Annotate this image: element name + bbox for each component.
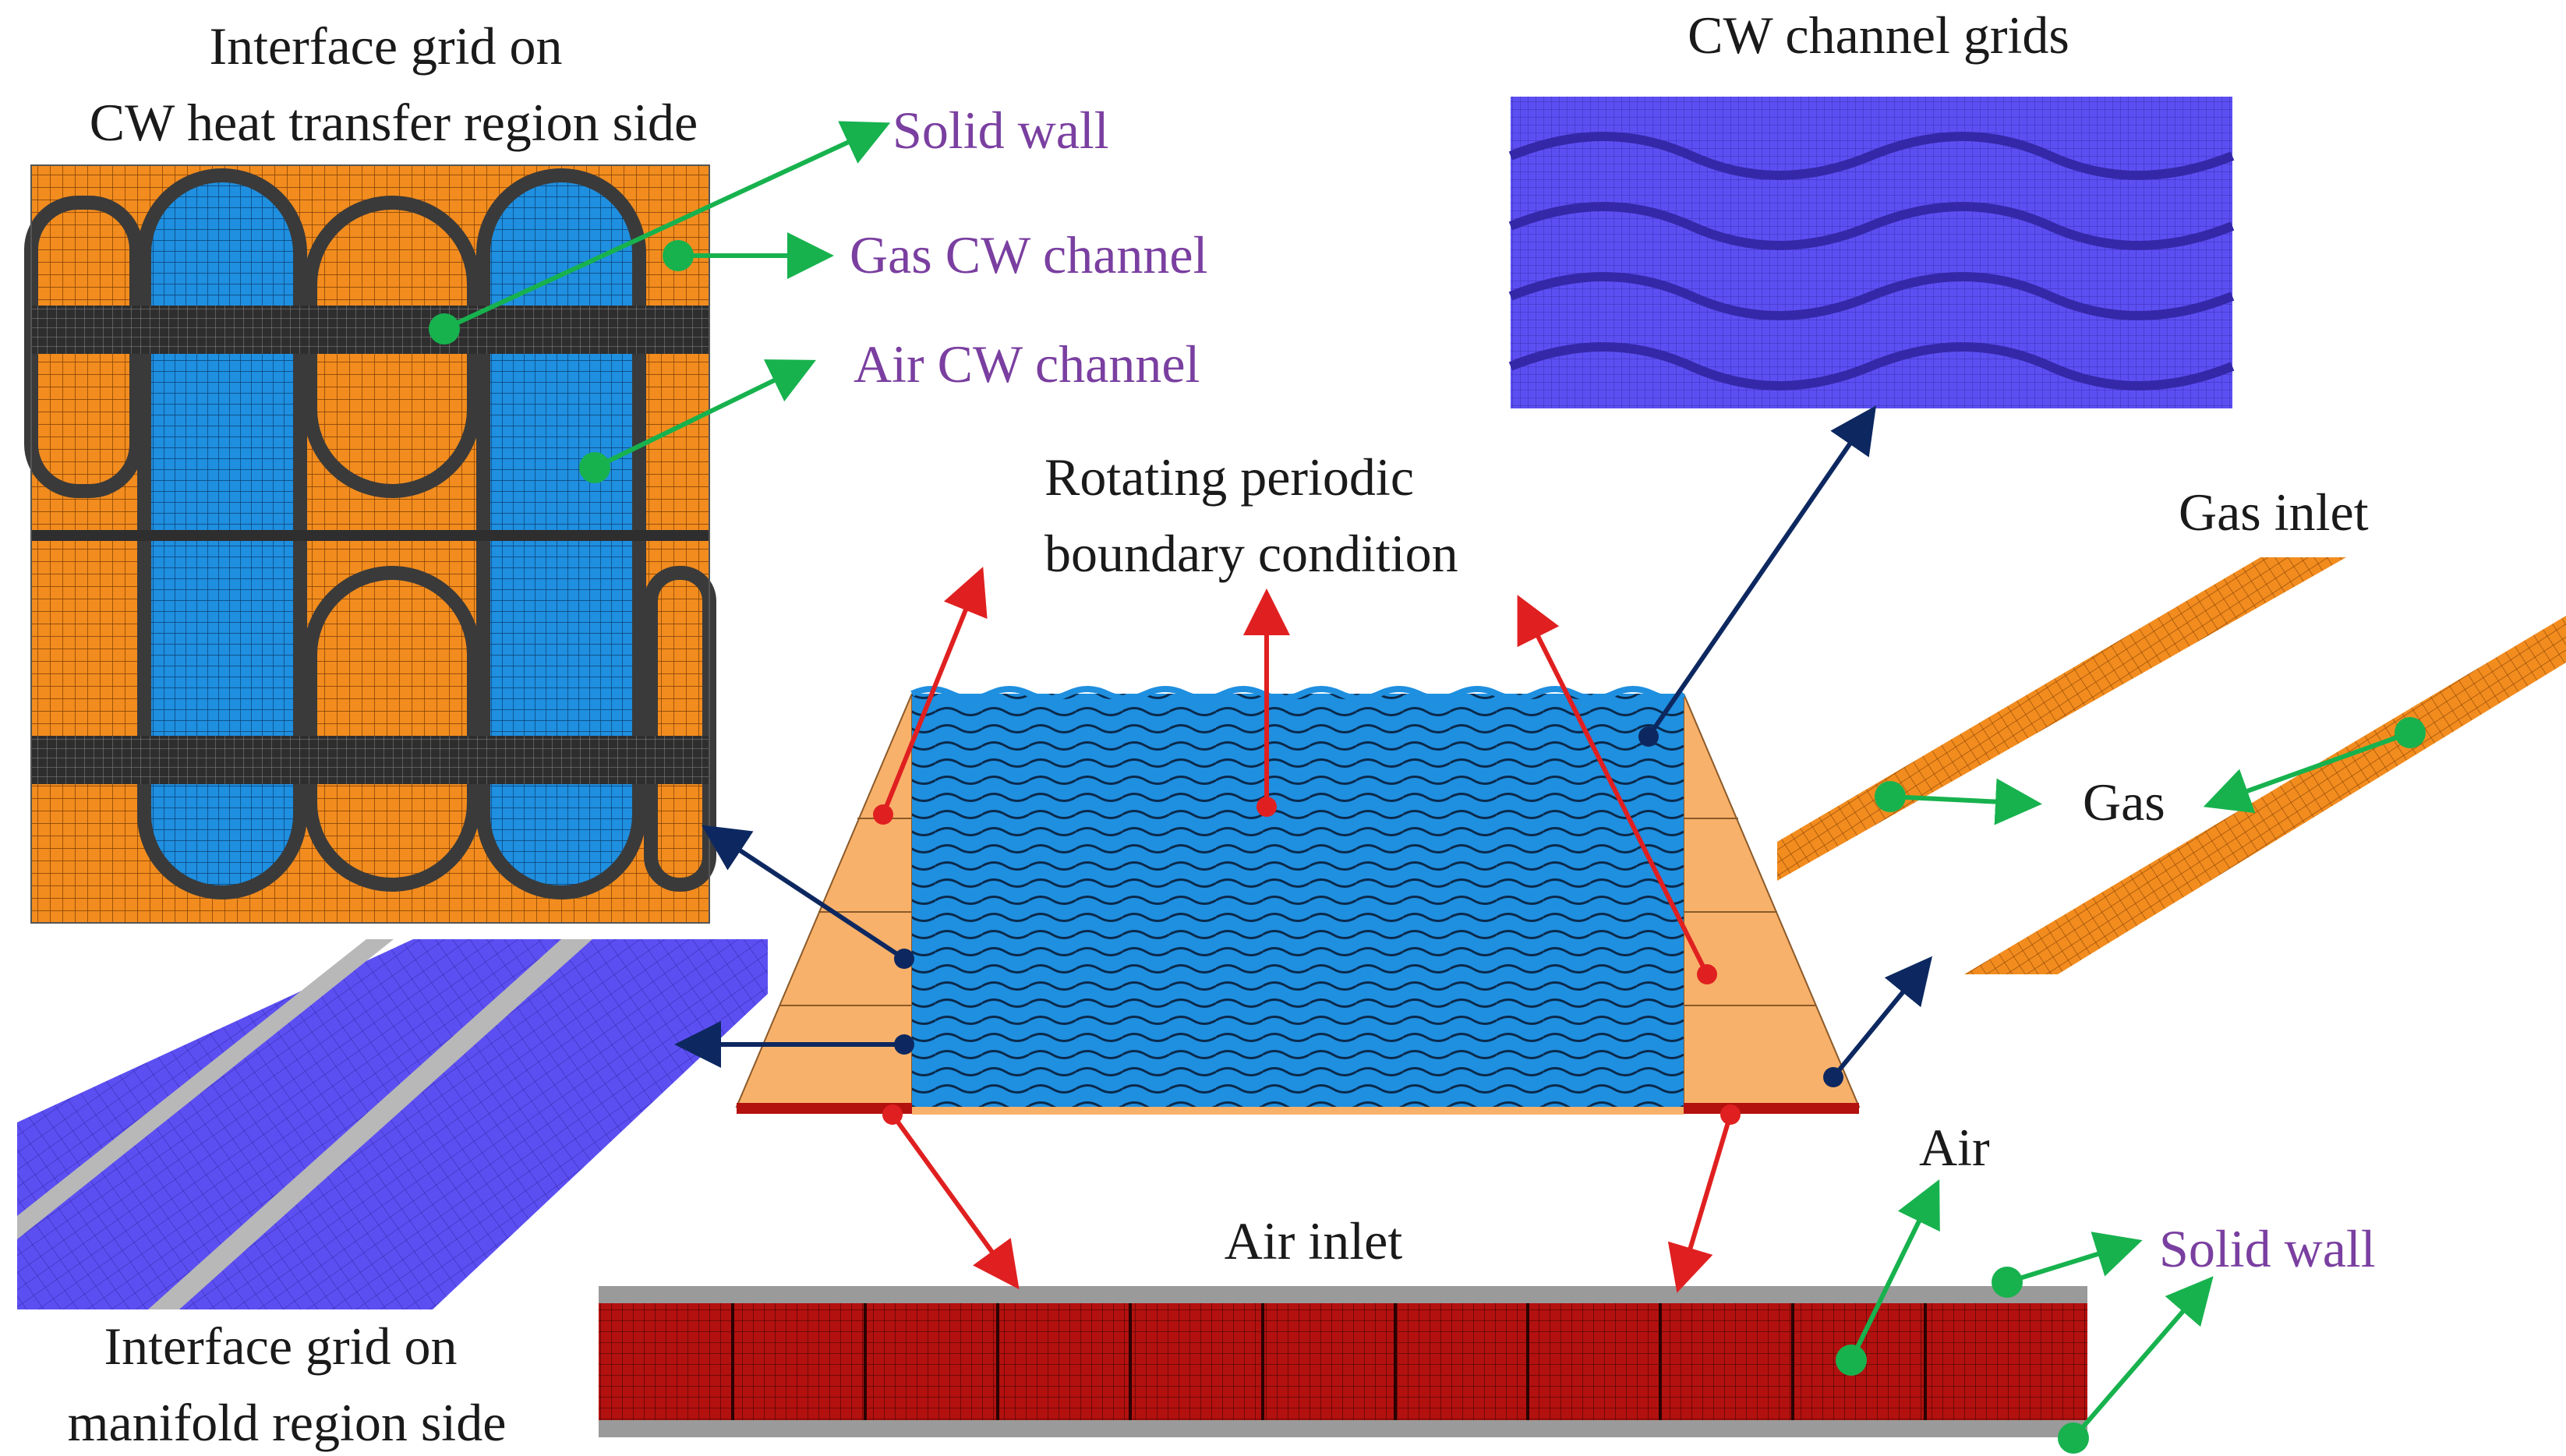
- red-dots: [873, 797, 1741, 1125]
- interface-top-label-line2: CW heat transfer region side: [90, 93, 698, 152]
- air-cw-channel-label: Air CW channel: [854, 334, 1200, 394]
- rotating-periodic-label-line1: Rotating periodic: [1044, 447, 1414, 507]
- gas-inlet-label: Gas inlet: [2179, 482, 2369, 542]
- gas-inlet-pipes: [1777, 557, 2566, 974]
- interface-grid-cw-side: [24, 164, 716, 924]
- navy-dots: [894, 726, 1843, 1087]
- green-arrows: [443, 121, 2412, 1440]
- navy-arrows: [674, 405, 1932, 1079]
- cw-channel-grids-panel: [1508, 97, 2235, 408]
- interface-grid-manifold-side: [17, 939, 768, 1309]
- gas-label: Gas: [2083, 772, 2165, 832]
- rotating-periodic-label-line2: boundary condition: [1044, 524, 1458, 583]
- interface-bottom-label-line1: Interface grid on: [104, 1316, 457, 1376]
- green-dots: [429, 240, 2426, 1454]
- solid-wall-top-label: Solid wall: [892, 101, 1109, 160]
- red-arrows: [881, 567, 1733, 1293]
- gas-cw-channel-label: Gas CW channel: [850, 225, 1208, 284]
- interface-bottom-label-line2: manifold region side: [68, 1393, 507, 1452]
- cw-channel-grids-label: CW channel grids: [1688, 5, 2069, 65]
- solid-wall-bottom-label: Solid wall: [2159, 1219, 2376, 1278]
- air-inlet-label: Air inlet: [1225, 1211, 1403, 1270]
- air-label: Air: [1919, 1118, 1990, 1177]
- interface-top-label-line1: Interface grid on: [209, 16, 562, 76]
- cw-heat-exchanger-model: [735, 686, 1861, 1115]
